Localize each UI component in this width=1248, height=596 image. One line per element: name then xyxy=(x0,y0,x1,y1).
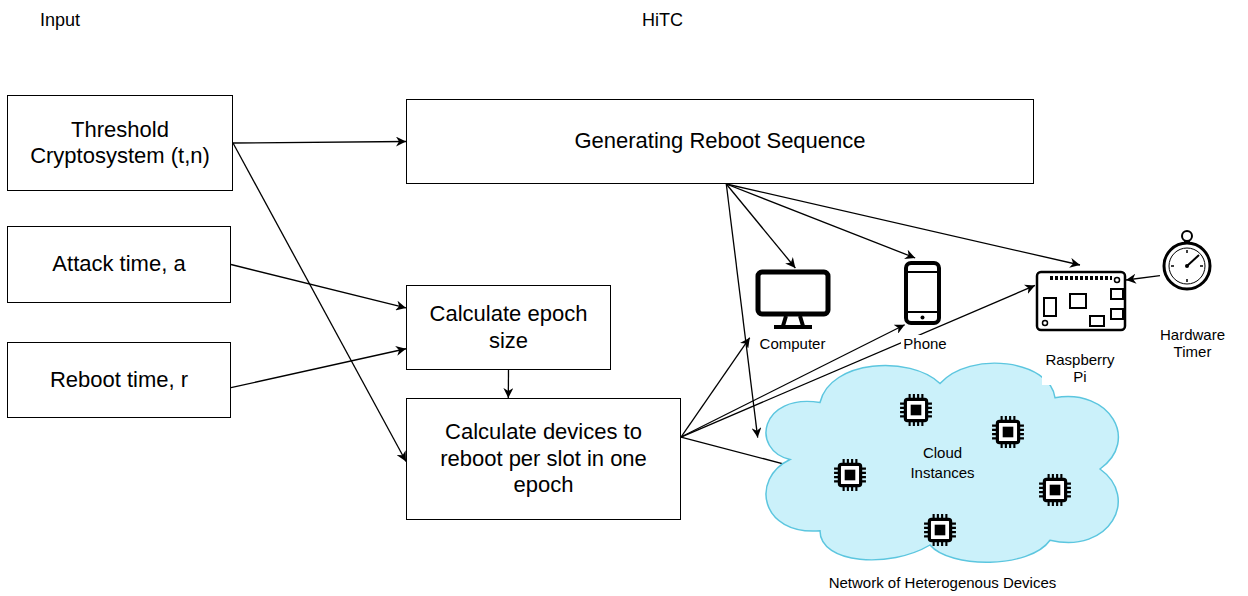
input-box: Reboot time, r xyxy=(7,342,231,418)
node-text: Reboot time, r xyxy=(50,367,188,393)
timer-node: Hardware Timer xyxy=(1140,228,1245,360)
device-label: Computer xyxy=(758,335,828,352)
input-box: Threshold Cryptosystem (t,n) xyxy=(7,95,233,191)
node-text: Generating Reboot Sequence xyxy=(574,128,865,154)
flow-arrow xyxy=(233,142,406,144)
chip-icon xyxy=(992,416,1024,448)
chip-icon xyxy=(900,394,932,426)
flow-arrow xyxy=(726,184,757,438)
phone-icon xyxy=(906,263,939,323)
process-box: Calculate epoch size xyxy=(406,285,611,370)
process-box: Calculate devices to reboot per slot in … xyxy=(406,398,681,520)
flow-arrow xyxy=(508,370,510,398)
cloud-node: Cloud InstancesNetwork of Heterogenous D… xyxy=(750,355,1135,591)
process-box: Generating Reboot Sequence xyxy=(406,99,1034,184)
column-heading: Input xyxy=(40,10,80,32)
stopwatch-icon xyxy=(1164,231,1210,289)
raspberry-pi-node: Raspberry Pi xyxy=(1030,265,1130,385)
phone-node: Phone xyxy=(890,258,960,352)
cloud-label: Cloud Instances xyxy=(903,443,983,482)
flow-arrow xyxy=(1126,276,1160,280)
input-box: Attack time, a xyxy=(7,226,231,303)
node-text: Attack time, a xyxy=(52,251,185,277)
flow-arrow xyxy=(726,184,795,268)
device-label: Raspberry Pi xyxy=(1042,351,1118,386)
flow-arrow xyxy=(726,184,1080,265)
device-label: Phone xyxy=(901,335,948,352)
chip-icon xyxy=(834,459,866,491)
node-text: Calculate epoch size xyxy=(419,301,598,354)
node-text: Threshold Cryptosystem (t,n) xyxy=(20,117,220,170)
flow-arrow xyxy=(231,349,406,388)
chip-icon xyxy=(1039,474,1071,506)
network-caption: Network of Heterogenous Devices xyxy=(826,574,1060,591)
node-text: Calculate devices to reboot per slot in … xyxy=(419,419,668,498)
column-heading: HiTC xyxy=(642,10,683,32)
cloud-shape xyxy=(766,363,1118,562)
computer-icon xyxy=(758,272,828,327)
device-label: Hardware Timer xyxy=(1152,326,1234,361)
flow-arrow xyxy=(233,143,406,461)
chip-icon xyxy=(924,514,956,546)
computer-node: Computer xyxy=(745,268,840,352)
raspberry-pi-icon xyxy=(1037,272,1125,330)
flow-arrow xyxy=(231,265,406,308)
